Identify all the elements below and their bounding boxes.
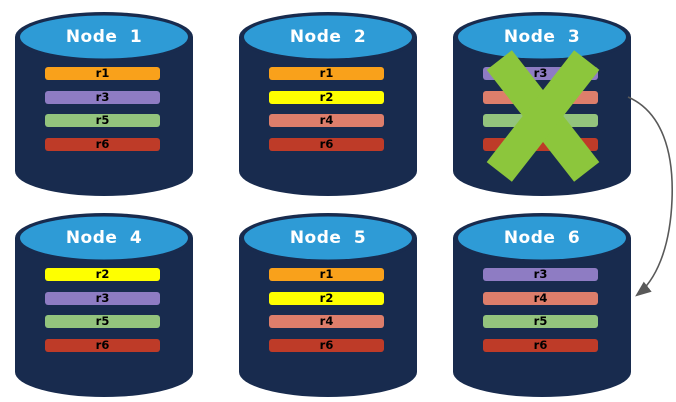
replica-bar: r3 [45, 91, 160, 104]
node-4: Node 4 r2 r3 r5 r6 [14, 212, 194, 398]
replica-bar: r2 [45, 268, 160, 281]
node-2: Node 2 r1 r2 r4 r6 [238, 11, 418, 197]
replica-bar: r3 [45, 292, 160, 305]
cylinder-top [458, 216, 626, 260]
cylinder-top [244, 216, 412, 260]
cylinder-top [244, 15, 412, 59]
replica-bar: r1 [269, 268, 384, 281]
node-title: Node 1 [65, 27, 143, 47]
replica-bar: r5 [45, 315, 160, 328]
replica-bar: r6 [45, 339, 160, 352]
replica-bar: r5 [483, 315, 598, 328]
replica-bar: r6 [483, 339, 598, 352]
replica-bar: r6 [269, 339, 384, 352]
node-title: Node 3 [503, 27, 581, 47]
cylinder-top [20, 216, 188, 260]
replica-bar: r3 [483, 268, 598, 281]
cylinder-top [458, 15, 626, 59]
replica-bar: r4 [483, 292, 598, 305]
replica-bar: r1 [269, 67, 384, 80]
node-title: Node 4 [65, 228, 143, 248]
node-title: Node 6 [503, 228, 581, 248]
arrow-curve [627, 96, 674, 297]
replica-bar: r5 [45, 114, 160, 127]
node-title: Node 5 [289, 228, 367, 248]
node-6: Node 6 r3 r4 r5 r6 [452, 212, 632, 398]
x-stroke [486, 50, 600, 182]
replica-bar: r4 [269, 114, 384, 127]
replica-bar: r4 [269, 315, 384, 328]
replica-bar: r6 [45, 138, 160, 151]
node-1: Node 1 r1 r3 r5 r6 [14, 11, 194, 197]
replica-bar: r6 [269, 138, 384, 151]
node-title: Node 2 [289, 27, 367, 47]
node-3: Node 3 r3 [452, 11, 632, 197]
cylinder-top [20, 15, 188, 59]
replica-bar: r2 [269, 292, 384, 305]
replica-bar: r1 [45, 67, 160, 80]
replica-bar: r2 [269, 91, 384, 104]
failure-x-icon [486, 50, 600, 182]
node-5: Node 5 r1 r2 r4 r6 [238, 212, 418, 398]
